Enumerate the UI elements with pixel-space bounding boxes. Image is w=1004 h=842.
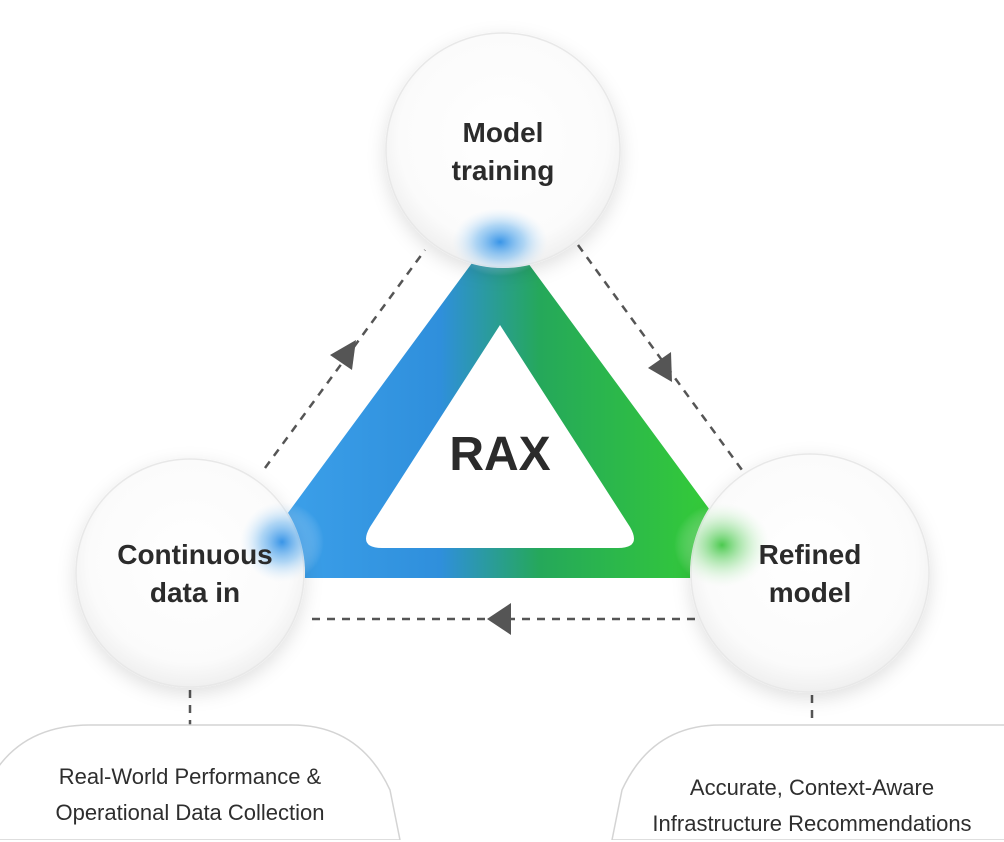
triangle-ring — [240, 225, 760, 578]
caption-right: Accurate, Context-Aware Infrastructure R… — [622, 770, 1002, 842]
caption-line: Real-World Performance & — [58, 764, 322, 789]
glow-right — [674, 503, 770, 587]
caption-box-right — [611, 724, 1004, 840]
caption-left: Real-World Performance & Operational Dat… — [0, 759, 380, 831]
node-model-training — [385, 32, 621, 268]
caption-line: Accurate, Context-Aware — [689, 775, 935, 800]
node-label-line: training — [451, 155, 555, 186]
node-label-model-training: Model training — [403, 114, 603, 190]
caption-line: Infrastructure Recommendations — [652, 811, 972, 836]
arrowhead-down-right-icon — [648, 352, 672, 382]
arrowhead-up-right-icon — [330, 340, 356, 370]
node-label-continuous-data: Continuous data in — [80, 536, 310, 612]
center-label-rax: RAX — [449, 428, 551, 481]
glow-left — [240, 502, 324, 582]
node-label-line: Model — [462, 117, 544, 148]
node-label-line: Refined — [758, 539, 862, 570]
arrow-training-to-refined — [576, 244, 744, 471]
glow-top — [452, 208, 548, 276]
node-label-line: Continuous — [117, 539, 273, 570]
node-label-refined-model: Refined model — [710, 536, 910, 612]
node-label-line: model — [768, 577, 852, 608]
caption-line: Operational Data Collection — [55, 800, 325, 825]
caption-box-left — [0, 724, 401, 840]
node-label-line: data in — [149, 577, 241, 608]
arrowhead-left-icon — [487, 603, 511, 635]
node-continuous-data — [75, 458, 305, 688]
